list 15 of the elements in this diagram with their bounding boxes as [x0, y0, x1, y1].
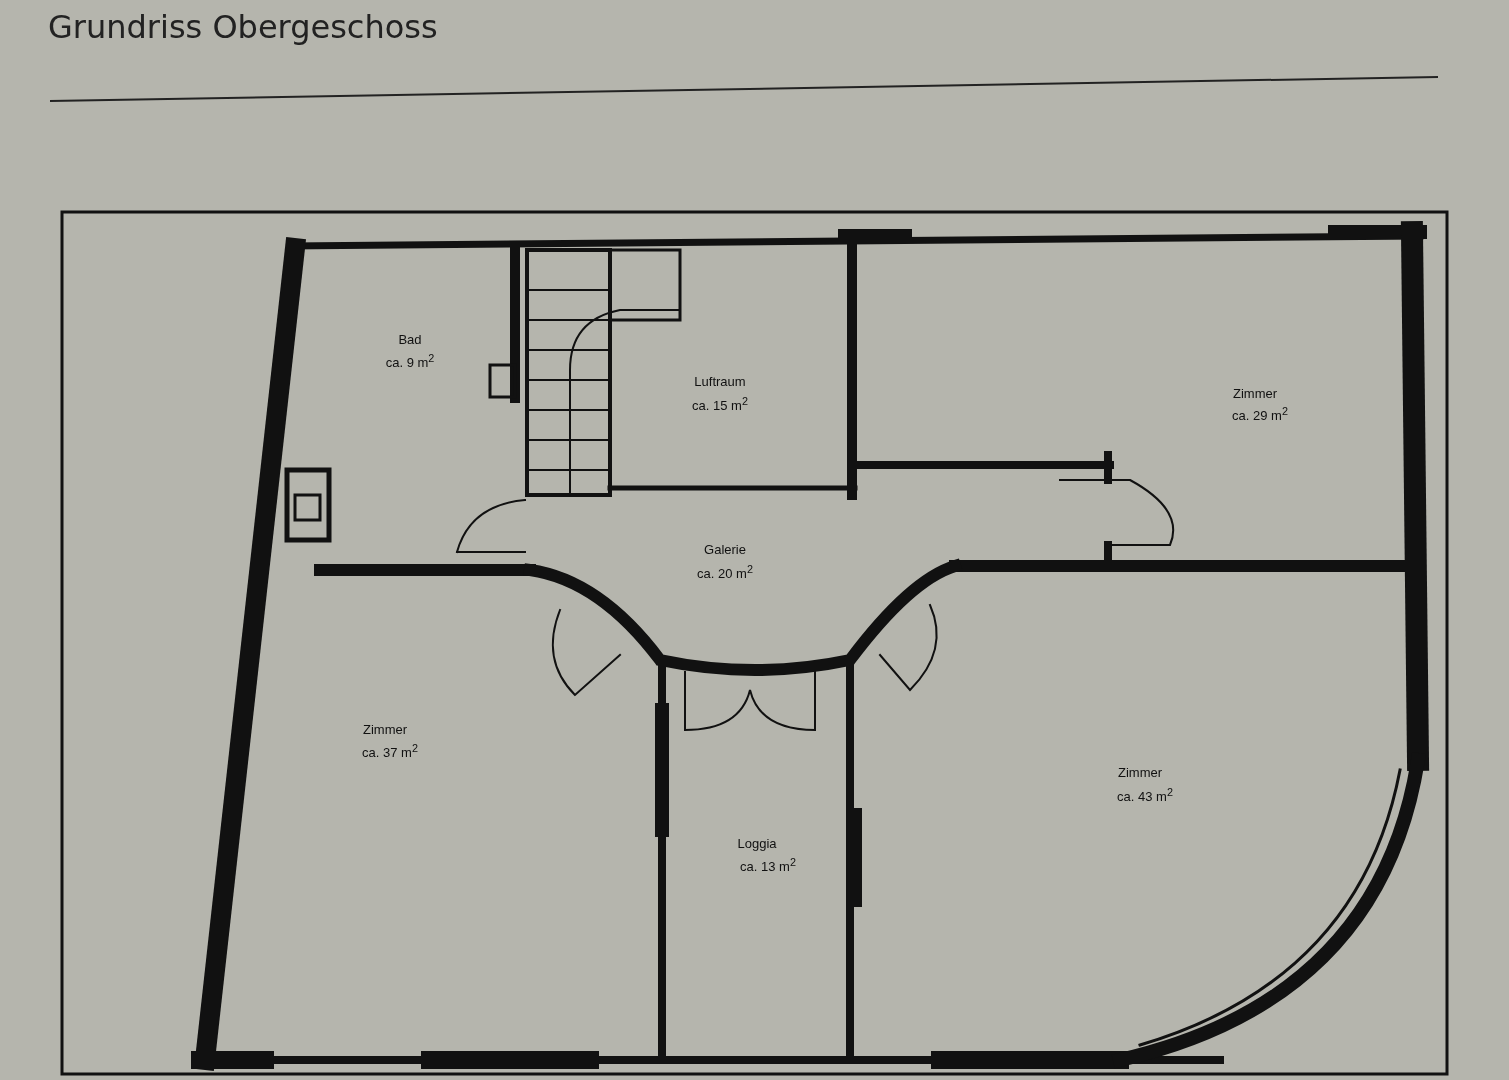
area-label: ca. 29 m$^{2}$ [1232, 405, 1288, 424]
area-label: ca. 9 m$^{2}$ [385, 352, 435, 371]
title: Grundriss Obergeschoss [48, 8, 438, 46]
room-name: Bad [398, 332, 422, 347]
area-label: ca. 43 m$^{2}$ [1117, 786, 1173, 805]
area-label: ca. 15 m$^{2}$ [692, 395, 748, 414]
room-name: Loggia [737, 836, 777, 851]
room-name: Galerie [704, 542, 746, 557]
area-label: ca. 37 m$^{2}$ [362, 742, 418, 761]
room-name: Luftraum [694, 374, 746, 389]
area-label: ca. 13 m$^{2}$ [740, 856, 796, 875]
area-label: ca. 20 m$^{2}$ [697, 563, 753, 582]
room-name: Zimmer [1118, 765, 1162, 780]
room-name: Zimmer [1233, 386, 1277, 401]
room-name: Zimmer [363, 722, 407, 737]
